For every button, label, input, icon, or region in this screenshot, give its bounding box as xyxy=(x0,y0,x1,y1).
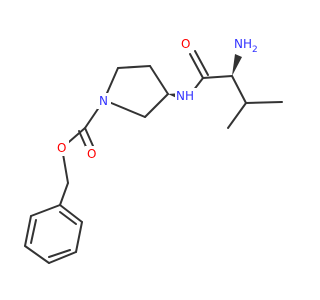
bond-calpha-cbeta xyxy=(231,75,247,104)
bond-benzene-3 xyxy=(48,251,77,264)
atom-n-ring-label: N xyxy=(99,94,108,108)
bond-ring-c2-c3 xyxy=(117,65,151,69)
atom-nh-amide: NH xyxy=(175,88,199,104)
atom-nh2-label: NH2 xyxy=(234,37,258,55)
bond-benzene-4 xyxy=(24,245,50,264)
bond-carbonyl-o-double xyxy=(194,50,209,76)
bond-benzene-inner-1 xyxy=(59,211,77,225)
bond-cbeta-methyl-right xyxy=(245,101,283,104)
atom-o-amide: O xyxy=(179,36,193,52)
atom-o-ester-background xyxy=(55,140,69,156)
bond-benzene-5 xyxy=(24,215,32,247)
bond-ring-c3-c4 xyxy=(149,65,169,95)
atom-o-carbonyl-background xyxy=(85,146,99,162)
bond-benzene-1 xyxy=(59,204,83,223)
atom-nh2-background xyxy=(232,34,260,52)
bond-benzene-inner-2 xyxy=(48,249,71,258)
atom-nh2: NH2 xyxy=(232,34,260,55)
bond-benzene-6 xyxy=(30,204,61,217)
bond-benzene-2 xyxy=(75,221,83,253)
atom-o-ester-label: O xyxy=(57,141,66,155)
atom-n-ring: N xyxy=(97,93,111,109)
bond-ring-c4-c5 xyxy=(144,93,169,118)
atom-nh-amide-label: NH xyxy=(176,89,194,103)
bond-carbamate-o-carbonyl xyxy=(84,127,94,147)
molecule-diagram: NH2 O NH N O O xyxy=(24,34,283,264)
atom-n-ring-background xyxy=(97,93,111,109)
atom-nh2-subscript: 2 xyxy=(252,45,258,55)
bond-benzene-inner-3 xyxy=(30,219,37,244)
atom-o-amide-label: O xyxy=(181,37,190,51)
bond-carbonyl-calpha xyxy=(202,75,233,79)
atom-o-ester: O xyxy=(55,140,69,156)
bond-ch2-phenyl xyxy=(59,182,69,206)
bond-cbeta-methyl-left xyxy=(227,102,247,129)
atom-labels: NH2 O NH N O O xyxy=(55,34,260,162)
atom-o-amide-background xyxy=(179,36,193,52)
wedge-bond-calpha-nh2 xyxy=(232,54,242,76)
structure-svg: NH2 O NH N O O xyxy=(24,34,283,264)
atom-o-carbonyl-label: O xyxy=(87,147,96,161)
atom-nh-amide-background xyxy=(175,88,199,104)
atom-nh2-main: NH xyxy=(234,37,252,51)
bond-carbonyl-o xyxy=(189,53,204,79)
atom-o-carbonyl: O xyxy=(85,146,99,162)
bonds xyxy=(24,50,283,264)
